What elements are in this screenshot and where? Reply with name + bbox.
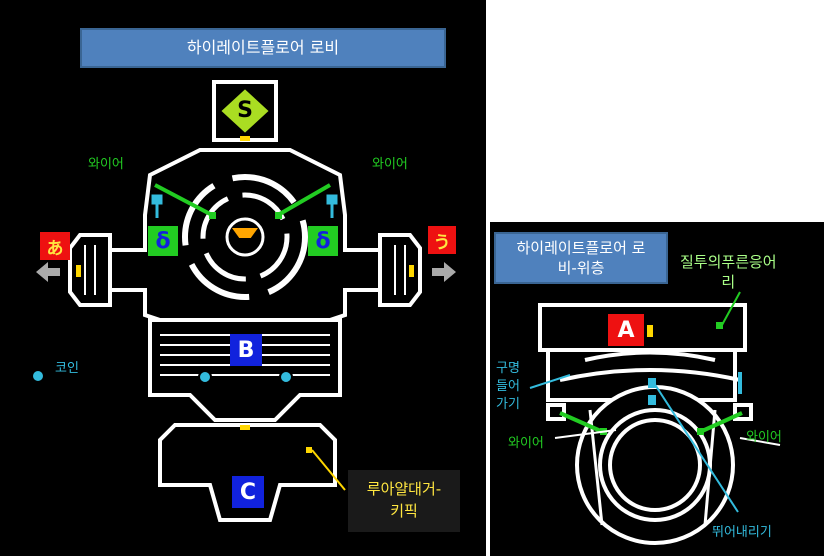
wire-line-left [154,183,213,217]
jump-guide-line [651,379,739,513]
right-wire-right [699,411,743,434]
jealousy-label: 질투의푸른응어 리 [680,253,777,291]
right-marker-a: A [608,314,644,346]
arrow-left-icon [36,262,60,282]
right-map-title: 하이레이트플로어 로 비-위층 [494,232,668,284]
delta-right-marker: δ [308,226,338,256]
right-wire-left [559,411,604,434]
s-symbol-icon [218,86,272,136]
arrow-right-icon [432,262,456,282]
right-wire-label-right: 와이어 [746,430,782,445]
marker-b: B [230,334,262,366]
ruaya-pointer [311,449,346,491]
lower-room [158,423,337,522]
coin-markers [31,369,293,384]
left-map-title: 하이레이트플로어 로비 [80,28,446,68]
hole-label: 구명 들어 가기 [496,360,520,414]
jump-down-label: 뛰어내리기 [712,525,772,540]
wire-label-left: 와이어 [88,157,124,172]
right-wire-label-left: 와이어 [508,436,544,451]
ruaya-label: 루아얄대거- 키픽 [348,470,460,532]
left-map-layout [68,80,422,522]
cyan-ropes [151,194,338,218]
right-map-layout [538,303,753,545]
hole-guide-line [529,374,571,389]
marker-c: C [232,476,264,508]
delta-left-marker: δ [148,226,178,256]
right-wing [378,233,422,307]
chevron-down-icon [232,228,258,246]
kana-left-marker: あ [40,232,70,260]
wire-label-right: 와이어 [372,157,408,172]
coin-label: 코인 [55,361,79,376]
wire-line-right [277,183,331,217]
s-symbol-label: S [237,97,253,123]
left-wing [68,233,112,307]
yellow-markers [76,136,414,453]
kana-right-marker: う [428,226,456,254]
left-rotunda-rings [182,174,308,300]
